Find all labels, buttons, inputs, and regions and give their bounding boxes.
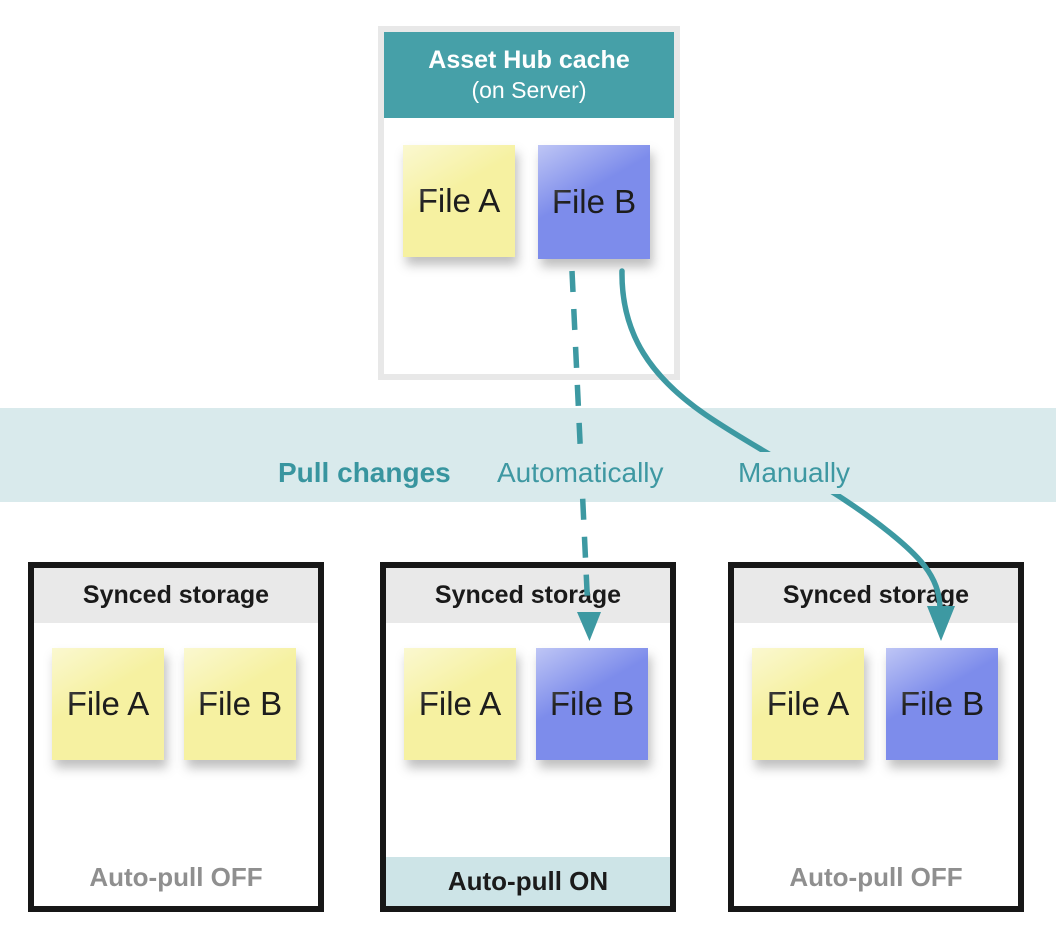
asset-hub-cache-box: Asset Hub cache (on Server) File A File … — [378, 26, 680, 380]
storage-box-right: Synced storage File A File B Auto-pull O… — [728, 562, 1024, 912]
auto-pull-status: Auto-pull ON — [386, 857, 670, 906]
file-b-note: File B — [886, 648, 998, 760]
file-a-label: File A — [418, 685, 502, 722]
cache-title: Asset Hub cache — [428, 46, 630, 75]
automatically-label: Automatically — [488, 0, 673, 946]
file-a-label: File A — [66, 685, 150, 722]
cache-file-a-label: File A — [417, 182, 501, 219]
storage-box-middle: Synced storage File A File B Auto-pull O… — [380, 562, 676, 912]
storage-box-left: Synced storage File A File B Auto-pull O… — [28, 562, 324, 912]
cache-header: Asset Hub cache (on Server) — [384, 32, 674, 118]
file-b-label: File B — [549, 685, 635, 722]
file-a-note: File A — [752, 648, 864, 760]
cache-file-b-note: File B — [538, 145, 650, 259]
storage-header: Synced storage — [34, 568, 318, 623]
file-b-label: File B — [899, 685, 985, 722]
cache-file-b-label: File B — [551, 183, 637, 220]
file-a-note: File A — [52, 648, 164, 760]
manually-label: Manually — [729, 0, 860, 946]
auto-pull-status: Auto-pull OFF — [89, 862, 263, 892]
file-b-note: File B — [184, 648, 296, 760]
cache-subtitle: (on Server) — [471, 76, 587, 103]
cache-file-a-note: File A — [403, 145, 515, 257]
pull-changes-label: Pull changes — [269, 0, 460, 946]
file-a-label: File A — [766, 685, 850, 722]
file-a-note: File A — [404, 648, 516, 760]
auto-pull-status: Auto-pull OFF — [789, 862, 963, 892]
file-b-label: File B — [197, 685, 283, 722]
file-b-note: File B — [536, 648, 648, 760]
